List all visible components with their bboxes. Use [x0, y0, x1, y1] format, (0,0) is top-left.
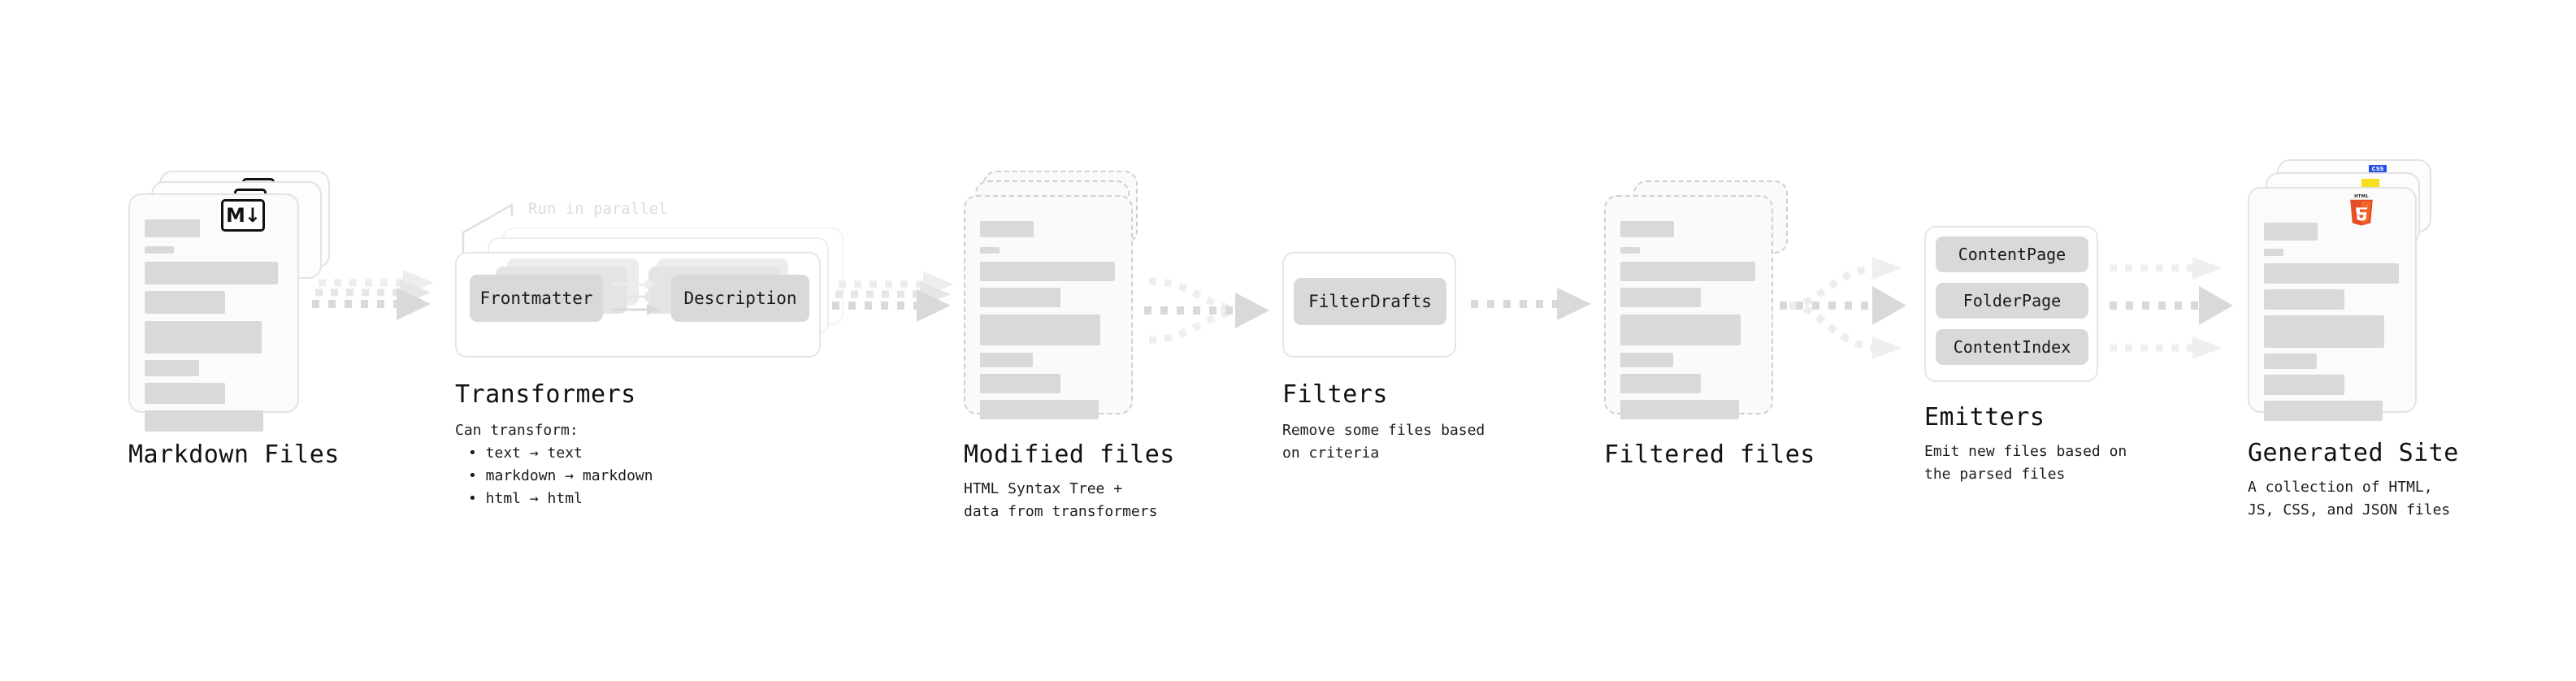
arrow-filtered-to-emitters	[1780, 257, 1906, 359]
filtered-card-front	[1604, 195, 1773, 419]
doc-line	[2264, 401, 2383, 421]
transformer-chip-frontmatter[interactable]: Frontmatter	[470, 275, 603, 322]
doc-line	[980, 247, 1000, 254]
doc-line	[1620, 262, 1755, 281]
doc-line	[145, 262, 278, 284]
doc-line	[145, 246, 174, 254]
css-icon: CSS	[2369, 165, 2387, 173]
emitters-description: Emit new files based on the parsed files	[1924, 443, 2127, 483]
doc-line	[2264, 315, 2384, 348]
filter-chip-filterdrafts[interactable]: FilterDrafts	[1294, 278, 1446, 325]
transformers-bullet-2: • html → html	[468, 490, 583, 507]
page-title-transformers: Transformers	[455, 380, 636, 409]
markdown-card-front	[128, 193, 299, 432]
modified-files-description: HTML Syntax Tree + data from transformer…	[964, 480, 1158, 520]
transformer-inner-arrows	[611, 280, 660, 315]
doc-line	[145, 321, 262, 354]
arrow-modified-to-filters	[1144, 277, 1269, 344]
doc-line	[1620, 353, 1673, 367]
transformer-chip-description[interactable]: Description	[671, 275, 809, 322]
doc-line	[2264, 263, 2399, 284]
doc-line	[980, 314, 1100, 345]
arrow-filters-to-filtered	[1471, 288, 1591, 320]
arrow-emitters-to-site	[2110, 257, 2233, 359]
page-title-generated-site: Generated Site	[2248, 439, 2459, 467]
doc-line	[980, 400, 1099, 419]
doc-line	[2264, 354, 2317, 369]
page-title-emitters: Emitters	[1924, 403, 2045, 432]
doc-line	[980, 262, 1115, 281]
markdown-icon: M↓	[221, 199, 265, 232]
doc-line	[1620, 400, 1739, 419]
doc-line	[980, 288, 1060, 307]
doc-line	[980, 221, 1034, 237]
arrow-markdown-to-transformers	[312, 270, 434, 320]
filters-description: Remove some files based on criteria	[1282, 422, 1485, 462]
transformers-bullet-1: • markdown → markdown	[468, 467, 653, 484]
run-in-parallel-label: Run in parallel	[528, 200, 668, 218]
doc-line	[2264, 375, 2344, 395]
doc-line	[1620, 288, 1701, 307]
page-title-modified-files: Modified files	[964, 440, 1175, 469]
doc-line	[145, 291, 225, 314]
page-title-markdown-files: Markdown Files	[128, 440, 340, 469]
doc-line	[2264, 289, 2344, 310]
transformers-bullet-0: • text → text	[468, 445, 583, 462]
svg-text:HTML: HTML	[2354, 194, 2369, 199]
arrow-transformers-to-modified	[832, 271, 954, 322]
page-title-filters: Filters	[1282, 380, 1388, 409]
run-in-parallel-bracket	[462, 202, 514, 255]
html5-icon: HTML	[2350, 194, 2373, 226]
doc-line	[980, 374, 1060, 393]
doc-line	[1620, 221, 1674, 237]
page-title-filtered-files: Filtered files	[1604, 440, 1815, 469]
doc-line	[1620, 314, 1741, 345]
emitter-chip-contentindex[interactable]: ContentIndex	[1936, 329, 2088, 365]
doc-line	[145, 219, 200, 237]
doc-line	[2264, 223, 2318, 241]
doc-line	[2264, 249, 2283, 256]
generated-site-description: A collection of HTML, JS, CSS, and JSON …	[2248, 479, 2451, 518]
doc-line	[1620, 374, 1701, 393]
doc-line	[145, 360, 199, 376]
modified-card-front	[964, 195, 1133, 419]
site-card-front	[2248, 187, 2417, 421]
doc-line	[145, 410, 263, 432]
doc-line	[145, 383, 225, 404]
transformers-description: Can transform:	[455, 422, 579, 439]
emitter-chip-folderpage[interactable]: FolderPage	[1936, 283, 2088, 319]
doc-line	[980, 353, 1033, 367]
emitter-chip-contentpage[interactable]: ContentPage	[1936, 236, 2088, 272]
doc-line	[1620, 247, 1640, 254]
